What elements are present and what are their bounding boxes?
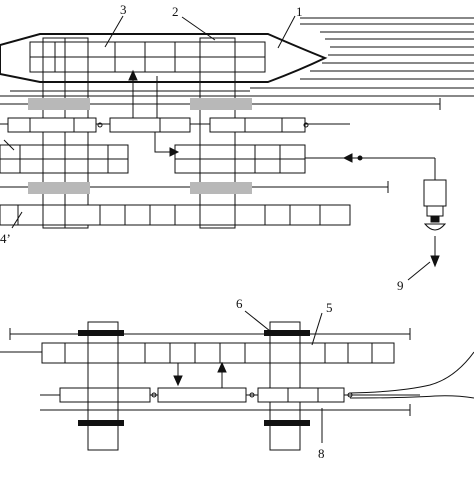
signal-connector: [305, 153, 436, 180]
module-block-right: [174, 144, 306, 174]
sensor-device-icon: [423, 179, 447, 268]
label-1: 1: [296, 4, 303, 19]
gray-band: [190, 98, 252, 110]
label-4-prime: 4’: [0, 231, 11, 246]
arrow-up-icon: [128, 69, 138, 118]
gray-band: [28, 98, 90, 110]
pillar-right-lower: [269, 321, 301, 451]
arrow-right-icon: [154, 132, 180, 157]
rail-line-4: [40, 404, 411, 416]
pillar-left-lower: [87, 321, 119, 451]
leader-line-9: [407, 261, 431, 281]
gray-band: [28, 182, 90, 194]
roller-row-lower: [40, 387, 420, 403]
label-9: 9: [397, 278, 404, 293]
black-bar: [78, 420, 124, 426]
module-row-lower: [0, 204, 351, 226]
label-2: 2: [172, 4, 179, 19]
cable-tail: [349, 351, 474, 399]
gray-band: [190, 182, 252, 194]
pillar-right-upper: [199, 37, 236, 229]
rail-line-3: [9, 328, 411, 340]
ship-hull: [0, 33, 328, 83]
label-3: 3: [120, 2, 127, 17]
arrow-up-icon: [217, 361, 227, 388]
label-6: 6: [236, 296, 243, 311]
black-bar: [264, 330, 310, 336]
roller-row-upper: [0, 117, 350, 133]
label-8: 8: [318, 446, 325, 461]
arrow-down-icon: [173, 363, 183, 387]
leader-lines: [3, 15, 323, 443]
module-row-main: [0, 342, 395, 364]
black-bar: [264, 420, 310, 426]
module-block-left: [0, 144, 129, 174]
black-bar: [78, 330, 124, 336]
label-5: 5: [326, 300, 333, 315]
ship-module-row: [29, 41, 266, 73]
pillar-left-upper: [42, 37, 89, 229]
water-surface: [0, 17, 474, 97]
